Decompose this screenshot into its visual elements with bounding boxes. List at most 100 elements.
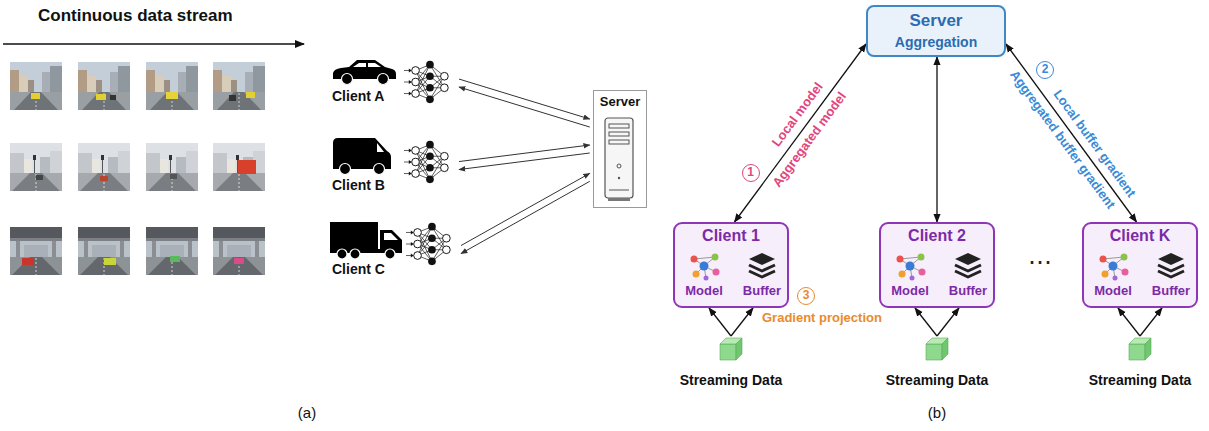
car-icon (333, 60, 396, 85)
connector-line (915, 308, 937, 336)
client-title: Client 2 (908, 227, 966, 245)
data-cube (1127, 336, 1153, 362)
input-arrow (1118, 308, 1162, 336)
data-cube (926, 338, 948, 360)
connector-line (459, 145, 590, 162)
data-cube (924, 336, 950, 362)
network-icon (404, 137, 454, 187)
sync-arrow (461, 181, 590, 253)
client-box: Client 2 Model Buffer (879, 222, 995, 308)
connector-line (734, 44, 866, 222)
scene-vehicles (22, 92, 256, 265)
client-title: Client K (1110, 227, 1170, 245)
server-title: Server (910, 11, 963, 31)
model-icon (688, 251, 720, 281)
network-icon (406, 223, 450, 265)
part-label: Buffer (743, 284, 781, 299)
step-number: 2 (1036, 61, 1054, 79)
van-icon (331, 135, 393, 175)
source-label: Streaming Data (1089, 372, 1192, 388)
client-name: Client A (332, 88, 384, 104)
sync-arrow (459, 87, 590, 127)
sync-arrow (461, 173, 590, 245)
sync-arrow (459, 145, 590, 162)
car-icon (331, 58, 397, 86)
client-box: Client 1 Model Buffer (673, 222, 789, 308)
model-icon (894, 251, 926, 281)
buffer-icon (1156, 251, 1186, 281)
connector-line (461, 173, 590, 245)
connector-line (1140, 308, 1162, 336)
server-label: Server (600, 95, 640, 110)
model-icon (1097, 251, 1129, 281)
data-source: Streaming Data (1080, 336, 1200, 394)
network-icon (404, 57, 454, 107)
client-name: Client C (332, 261, 385, 277)
input-arrow (709, 308, 753, 336)
buffer-icon (747, 251, 777, 281)
client-vehicle: Client B (328, 132, 456, 199)
client-vehicle: Client A (328, 56, 456, 110)
exchange-arrow (734, 44, 866, 222)
model-icon (897, 254, 926, 281)
model-icon (691, 254, 720, 281)
step-number: 3 (797, 287, 815, 305)
network-icon (406, 219, 456, 269)
buffer-icon (749, 253, 775, 277)
server-box: Server (593, 90, 647, 208)
connector-line (731, 308, 753, 336)
server-box: ServerAggregation (866, 5, 1006, 57)
part-label: Buffer (1152, 284, 1190, 299)
part-label: Model (685, 284, 723, 299)
client-box: Client KModelBuffer (1082, 222, 1198, 308)
stream-arrow (3, 43, 304, 44)
source-label: Streaming Data (886, 372, 989, 388)
truck-icon (330, 222, 402, 259)
buffer-icon (955, 253, 981, 277)
data-source: Streaming Data (671, 336, 791, 394)
input-arrow (915, 308, 959, 336)
connector-line (459, 79, 590, 119)
connector-line (1118, 308, 1140, 336)
data-cube (1129, 338, 1151, 360)
connector-line (936, 57, 937, 222)
sync-arrow (459, 79, 590, 119)
server-role: Aggregation (895, 34, 977, 50)
part-label: Buffer (949, 284, 987, 299)
connector-line (709, 308, 731, 336)
van-icon (333, 138, 391, 175)
ellipsis: ⋯ (1028, 248, 1052, 276)
model-icon (1100, 254, 1129, 281)
camera-frames (10, 62, 265, 275)
part-label: Model (891, 284, 929, 299)
stream-heading: Continuous data stream (38, 6, 233, 26)
panel-label: (a) (298, 404, 316, 421)
connector-line (937, 308, 959, 336)
data-source: Streaming Data (877, 336, 997, 394)
connector-line (1006, 44, 1137, 222)
data-cube (718, 336, 744, 362)
client-title: Client 1 (702, 227, 760, 245)
connector-line (461, 181, 590, 253)
client-vehicle: Client C (328, 216, 458, 283)
source-label: Streaming Data (680, 372, 783, 388)
client-name: Client B (332, 177, 385, 193)
step-number: 1 (742, 164, 760, 182)
buffer-icon (953, 251, 983, 281)
sync-arrow (459, 153, 590, 170)
exchange-arrow (937, 57, 938, 222)
flow-label: Gradient projection (762, 311, 882, 326)
connector-line (459, 87, 590, 127)
truck-icon (328, 220, 404, 260)
buffer-icon (1158, 253, 1184, 277)
data-cube (720, 338, 742, 360)
network-icon (404, 141, 448, 183)
exchange-arrow (1006, 44, 1137, 222)
panel-label: (b) (928, 404, 946, 421)
server-icon (602, 116, 636, 202)
network-icon (404, 61, 448, 103)
